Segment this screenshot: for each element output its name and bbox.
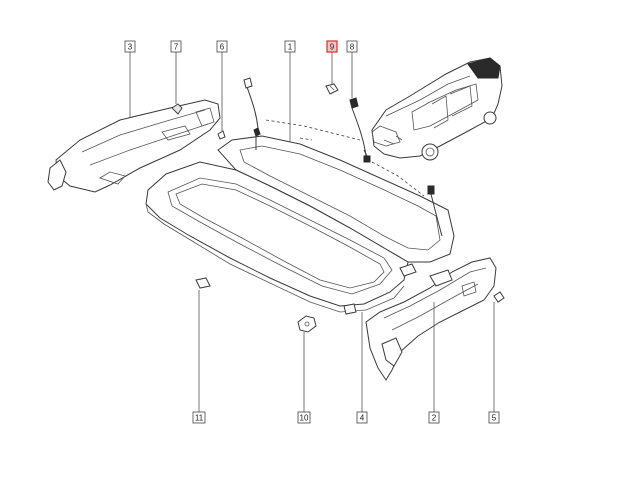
clip-part-5	[493, 291, 505, 303]
svg-text:1: 1	[288, 43, 293, 52]
shelf-pivot-pin	[253, 127, 261, 150]
trim-clip-part-7	[171, 103, 183, 115]
cover-cap-part-10	[297, 315, 317, 333]
leader-lines	[129, 52, 495, 412]
svg-text:2: 2	[432, 414, 437, 423]
callout-9: 9	[326, 40, 338, 53]
callout-10: 10	[297, 411, 311, 424]
pad-part-11	[195, 277, 211, 289]
svg-text:3: 3	[128, 43, 133, 52]
callout-8: 8	[346, 40, 358, 53]
left-side-trim-panel	[47, 99, 221, 193]
car-location-thumbnail	[371, 57, 503, 161]
callout-1: 1	[284, 40, 296, 53]
svg-text:5: 5	[492, 414, 497, 423]
svg-text:10: 10	[300, 414, 309, 423]
svg-text:11: 11	[195, 414, 204, 423]
callout-11: 11	[192, 411, 206, 424]
parcel-shelf	[145, 135, 455, 315]
svg-text:6: 6	[220, 43, 225, 52]
callout-6: 6	[216, 40, 228, 53]
lifting-string-left	[243, 77, 259, 129]
svg-text:7: 7	[174, 43, 179, 52]
clip-part-9	[325, 83, 339, 95]
callout-2: 2	[428, 411, 440, 424]
callout-7: 7	[170, 40, 182, 53]
callout-5: 5	[488, 411, 500, 424]
right-side-trim-panel	[365, 257, 497, 381]
fastener-part-6	[217, 130, 226, 140]
svg-text:4: 4	[360, 414, 365, 423]
callout-3: 3	[124, 40, 136, 53]
svg-text:8: 8	[350, 43, 355, 52]
lifting-string-right	[349, 97, 443, 237]
svg-text:9: 9	[330, 43, 335, 52]
routing-dashed-lines	[265, 119, 425, 197]
callout-4: 4	[356, 411, 368, 424]
